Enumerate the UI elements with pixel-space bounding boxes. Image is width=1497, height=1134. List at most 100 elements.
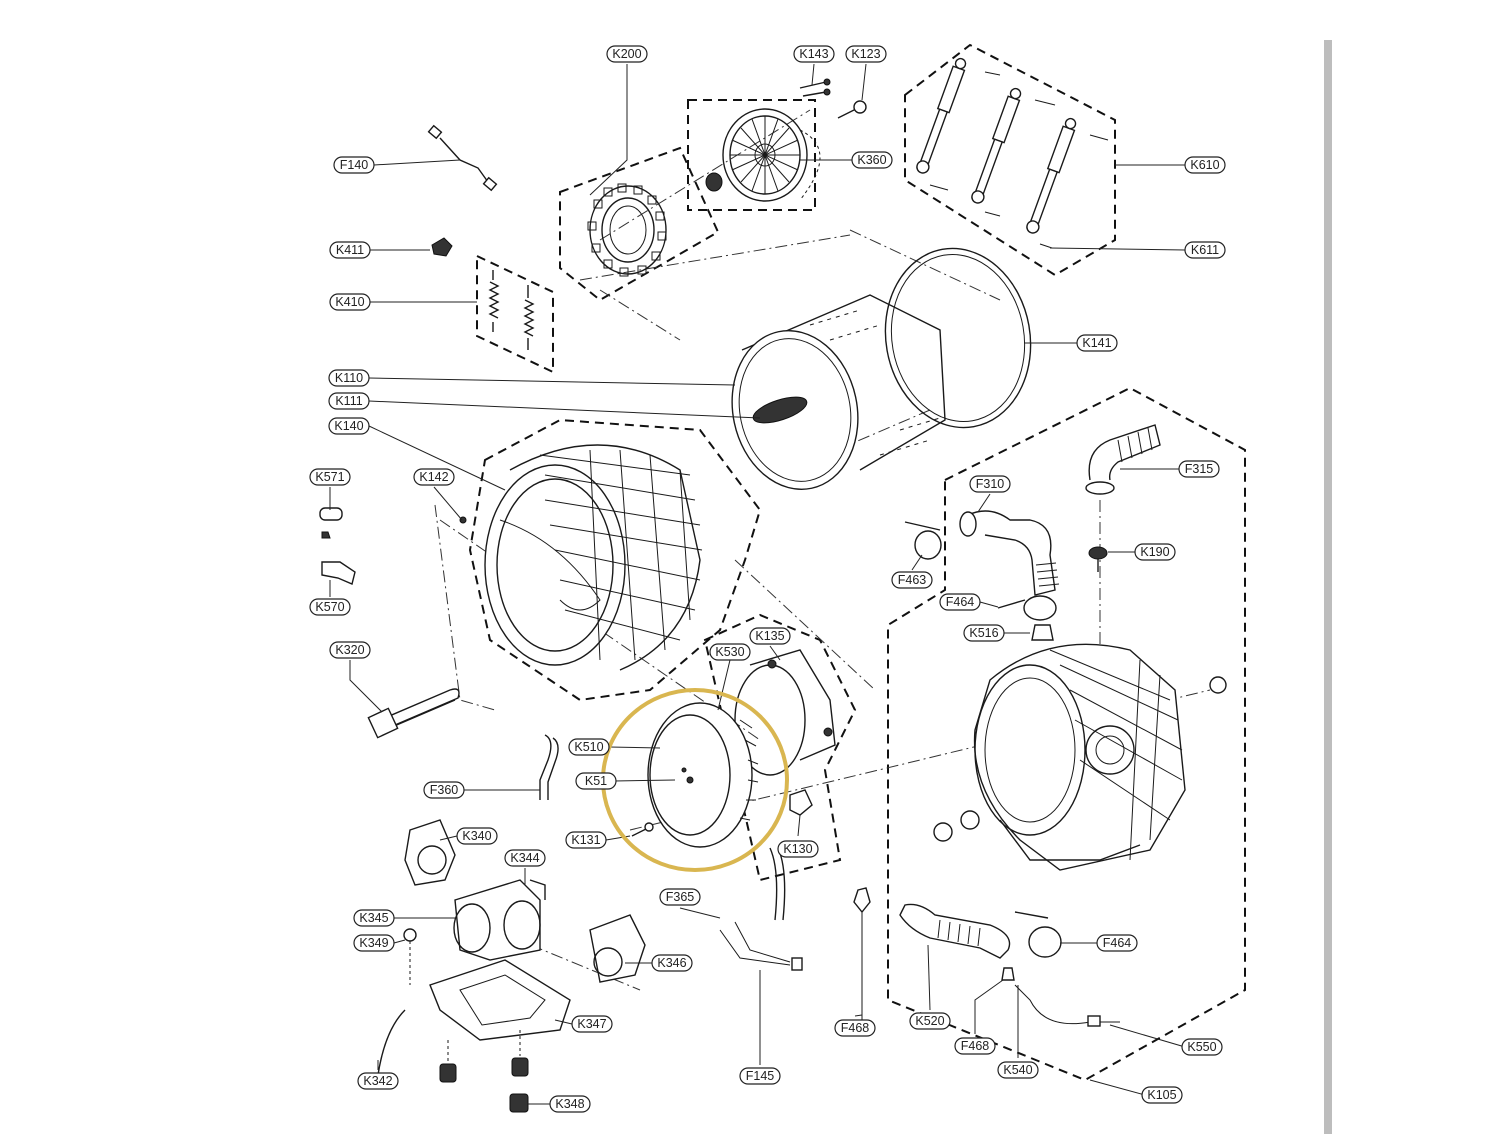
part-label-box: [793, 45, 835, 63]
part-label-text: K360: [857, 153, 886, 167]
part-label-box: [353, 934, 395, 952]
clamp-part: [904, 521, 1057, 641]
leader-lines: [329, 63, 1186, 1105]
part-label-k360: K360: [851, 151, 893, 169]
part-label-text: F360: [430, 783, 459, 797]
part-label-box: [606, 45, 648, 63]
drum-part: [731, 247, 1032, 491]
part-label-text: F315: [1185, 462, 1214, 476]
part-label-text: K345: [359, 911, 388, 925]
part-label-box: [309, 468, 351, 486]
part-label-text: K340: [462, 829, 491, 843]
part-label-box: [709, 643, 751, 661]
part-label-box: [571, 1015, 613, 1033]
part-label-box: [575, 772, 617, 790]
part-label-f360: F360: [423, 781, 465, 799]
part-label-text: K200: [612, 47, 641, 61]
part-label-box: [423, 781, 465, 799]
part-label-k571: K571: [309, 468, 351, 486]
part-label-text: F468: [841, 1021, 870, 1035]
axis-line: [599, 109, 811, 241]
part-label-k131: K131: [565, 831, 607, 849]
part-label-k530: K530: [709, 643, 751, 661]
harness-part: [719, 921, 803, 971]
part-label-k340: K340: [456, 827, 498, 845]
pump-assembly-part: [377, 819, 646, 1113]
part-label-f464b: F464: [1096, 934, 1138, 952]
part-label-text: K320: [335, 643, 364, 657]
part-label-text: K190: [1140, 545, 1169, 559]
part-label-k51x: K51: [575, 772, 617, 790]
part-label-k344: K344: [504, 849, 546, 867]
part-label-f365: F365: [659, 888, 701, 906]
part-label-text: K611: [1191, 243, 1219, 257]
part-label-box: [413, 468, 455, 486]
part-label-k140: K140: [328, 417, 370, 435]
part-label-text: K410: [335, 295, 364, 309]
part-label-f468b: F468: [954, 1037, 996, 1055]
part-label-text: K347: [577, 1017, 606, 1031]
part-label-text: F140: [340, 158, 369, 172]
part-label-text: K110: [335, 371, 363, 385]
part-label-text: K540: [1003, 1063, 1032, 1077]
part-label-text: K130: [783, 842, 812, 856]
part-label-text: K550: [1187, 1040, 1216, 1054]
part-label-k349: K349: [353, 934, 395, 952]
part-label-k570: K570: [309, 598, 351, 616]
part-label-box: [845, 45, 887, 63]
part-label-box: [739, 1067, 781, 1085]
part-label-box: [549, 1095, 591, 1113]
part-label-k190: K190: [1134, 543, 1176, 561]
part-label-box: [963, 624, 1005, 642]
spider-part: [587, 183, 667, 277]
part-label-k550: K550: [1181, 1038, 1223, 1056]
part-label-box: [353, 909, 395, 927]
part-label-k320: K320: [329, 641, 371, 659]
part-label-text: K610: [1190, 158, 1219, 172]
group-outlines: [468, 43, 1246, 1082]
part-label-text: F145: [746, 1069, 775, 1083]
part-label-text: K530: [715, 645, 744, 659]
axis-line: [579, 234, 851, 281]
part-label-box: [997, 1061, 1039, 1079]
part-label-text: F464: [1103, 936, 1132, 950]
part-label-text: F310: [976, 477, 1005, 491]
part-label-box: [328, 417, 370, 435]
front-tub-group-outline: [468, 418, 762, 702]
part-label-f145: F145: [739, 1067, 781, 1085]
part-label-box: [357, 1072, 399, 1090]
part-label-text: K131: [571, 833, 600, 847]
part-label-box: [328, 369, 370, 387]
part-label-box: [1141, 1086, 1183, 1104]
part-label-text: K140: [334, 419, 363, 433]
part-label-text: K411: [336, 243, 364, 257]
part-label-text: K346: [657, 956, 686, 970]
part-label-box: [568, 738, 610, 756]
part-label-box: [1184, 241, 1226, 259]
part-label-box: [329, 241, 371, 259]
part-label-k141: K141: [1076, 334, 1118, 352]
part-label-k123: K123: [845, 45, 887, 63]
front-tub-part: [459, 444, 703, 671]
part-label-box: [565, 831, 607, 849]
bearing-ring-part: [631, 702, 813, 848]
part-label-k410: K410: [329, 293, 371, 311]
part-label-f463: F463: [891, 571, 933, 589]
small-fitting-part: [319, 507, 356, 585]
axis-line: [599, 289, 681, 341]
lower-right-parts: [853, 887, 1120, 1027]
part-label-k110: K110: [328, 369, 370, 387]
part-label-text: K342: [363, 1074, 392, 1088]
part-label-k346: K346: [651, 954, 693, 972]
part-label-k520: K520: [909, 1012, 951, 1030]
part-label-box: [1076, 334, 1118, 352]
part-label-text: K123: [851, 47, 880, 61]
part-label-text: K143: [799, 47, 828, 61]
part-label-f468a: F468: [834, 1019, 876, 1037]
part-label-k411: K411: [329, 241, 371, 259]
part-label-text: F468: [961, 1039, 990, 1053]
part-label-text: K570: [315, 600, 344, 614]
part-label-text: K516: [969, 626, 998, 640]
pulley-part: [705, 108, 821, 202]
